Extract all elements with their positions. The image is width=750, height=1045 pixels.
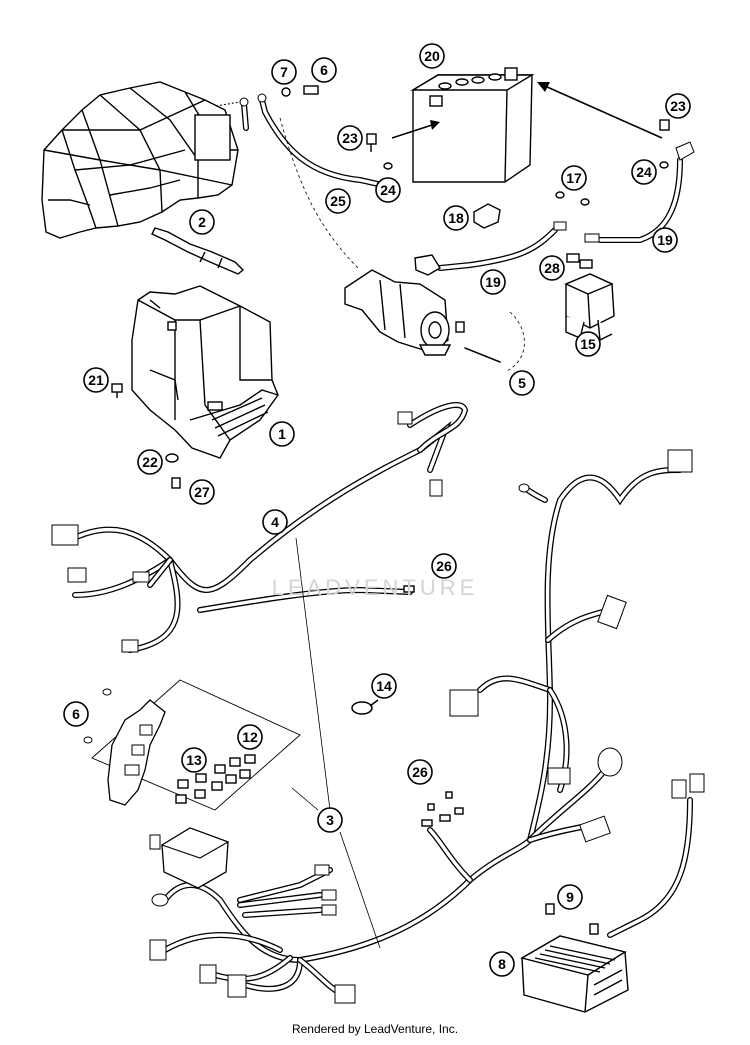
callout-22: 22 bbox=[137, 449, 163, 475]
nut-22 bbox=[165, 453, 179, 463]
callout-17: 17 bbox=[561, 165, 587, 191]
svg-text:6: 6 bbox=[320, 62, 328, 78]
nut-24-left bbox=[383, 162, 393, 170]
callout-26-upper: 26 bbox=[431, 553, 457, 579]
bolt-7 bbox=[281, 87, 291, 97]
bolt-6 bbox=[303, 85, 319, 95]
svg-text:27: 27 bbox=[194, 484, 210, 500]
callout-27: 27 bbox=[189, 479, 215, 505]
svg-text:17: 17 bbox=[566, 170, 582, 186]
inset-bracket bbox=[83, 679, 301, 811]
svg-text:2: 2 bbox=[198, 214, 206, 230]
main-harness-3 bbox=[297, 449, 693, 963]
frame-section bbox=[41, 81, 239, 239]
svg-text:19: 19 bbox=[485, 274, 501, 290]
lower-harness-assembly bbox=[149, 827, 356, 1004]
regulator-part-8 bbox=[520, 935, 629, 1013]
svg-text:23: 23 bbox=[342, 130, 358, 146]
svg-text:23: 23 bbox=[670, 98, 686, 114]
bolt-23-right bbox=[659, 119, 670, 131]
svg-text:21: 21 bbox=[88, 372, 104, 388]
callout-8: 8 bbox=[489, 951, 515, 977]
callout-5: 5 bbox=[509, 370, 535, 396]
fuse-28 bbox=[566, 253, 593, 269]
footer-credit: Rendered by LeadVenture, Inc. bbox=[291, 1022, 459, 1036]
svg-text:26: 26 bbox=[436, 558, 452, 574]
battery-box-part-1 bbox=[131, 285, 279, 459]
cable-19-right bbox=[584, 141, 695, 243]
callout-28: 28 bbox=[539, 255, 565, 281]
starter-motor bbox=[344, 254, 452, 356]
svg-text:8: 8 bbox=[498, 956, 506, 972]
terminal-26-upper bbox=[403, 585, 415, 593]
callout-4: 4 bbox=[262, 509, 288, 535]
switch-part-2 bbox=[151, 227, 245, 275]
svg-text:7: 7 bbox=[280, 64, 288, 80]
dashed-lead-5 bbox=[504, 311, 525, 373]
callout-24-right: 24 bbox=[631, 159, 657, 185]
main-harness-4 bbox=[51, 402, 469, 653]
callout-6-inset: 6 bbox=[63, 701, 89, 727]
nut-24-right bbox=[659, 161, 669, 169]
svg-text:18: 18 bbox=[448, 210, 464, 226]
screw-27 bbox=[171, 477, 181, 489]
cable-19-left bbox=[437, 221, 567, 271]
svg-text:19: 19 bbox=[657, 232, 673, 248]
svg-text:3: 3 bbox=[326, 812, 334, 828]
callout-15: 15 bbox=[575, 331, 601, 357]
svg-text:14: 14 bbox=[376, 678, 392, 694]
watermark: LEADVENTURE bbox=[271, 575, 479, 600]
svg-text:24: 24 bbox=[636, 164, 652, 180]
terminals-26-lower bbox=[421, 791, 464, 827]
svg-text:1: 1 bbox=[278, 426, 286, 442]
relay-part-15 bbox=[564, 273, 615, 342]
callout-19-left: 19 bbox=[480, 269, 506, 295]
svg-text:22: 22 bbox=[142, 454, 158, 470]
battery-part-20 bbox=[410, 67, 535, 183]
callout-12: 12 bbox=[237, 724, 263, 750]
boot-18 bbox=[473, 203, 501, 229]
callout-9: 9 bbox=[557, 884, 583, 910]
callout-26-lower: 26 bbox=[407, 759, 433, 785]
svg-text:9: 9 bbox=[566, 889, 574, 905]
bolt-23-left bbox=[366, 133, 377, 152]
nut-17 bbox=[555, 191, 590, 206]
callout-1: 1 bbox=[269, 421, 295, 447]
screw-9 bbox=[545, 903, 599, 935]
svg-text:15: 15 bbox=[580, 336, 596, 352]
callout-23-right: 23 bbox=[665, 93, 691, 119]
callout-19-right: 19 bbox=[652, 227, 678, 253]
callout-14: 14 bbox=[371, 673, 397, 699]
svg-text:26: 26 bbox=[412, 764, 428, 780]
cable-tie-14 bbox=[351, 699, 379, 715]
callout-24-left: 24 bbox=[375, 177, 401, 203]
callout-20: 20 bbox=[419, 43, 445, 69]
svg-text:25: 25 bbox=[330, 193, 346, 209]
battery-arrows bbox=[391, 82, 663, 139]
callout-18: 18 bbox=[443, 205, 469, 231]
svg-text:6: 6 bbox=[72, 706, 80, 722]
screw-21 bbox=[111, 383, 123, 398]
callout-13: 13 bbox=[181, 747, 207, 773]
svg-text:5: 5 bbox=[518, 375, 526, 391]
callout-6-top: 6 bbox=[311, 57, 337, 83]
ground-lead bbox=[215, 97, 249, 131]
callout-23-left: 23 bbox=[337, 125, 363, 151]
svg-text:4: 4 bbox=[271, 514, 279, 530]
callout-3: 3 bbox=[317, 807, 343, 833]
callout-7: 7 bbox=[271, 59, 297, 85]
dashed-lead-starter bbox=[279, 117, 361, 271]
svg-text:20: 20 bbox=[424, 48, 440, 64]
regulator-lead bbox=[607, 773, 705, 938]
svg-text:12: 12 bbox=[242, 729, 258, 745]
callout-21: 21 bbox=[83, 367, 109, 393]
callout-2: 2 bbox=[189, 209, 215, 235]
starter-cable-5 bbox=[455, 321, 501, 363]
svg-text:24: 24 bbox=[380, 182, 396, 198]
leader-lines bbox=[291, 537, 381, 949]
svg-text:13: 13 bbox=[186, 752, 202, 768]
callout-25: 25 bbox=[325, 188, 351, 214]
svg-text:28: 28 bbox=[544, 260, 560, 276]
